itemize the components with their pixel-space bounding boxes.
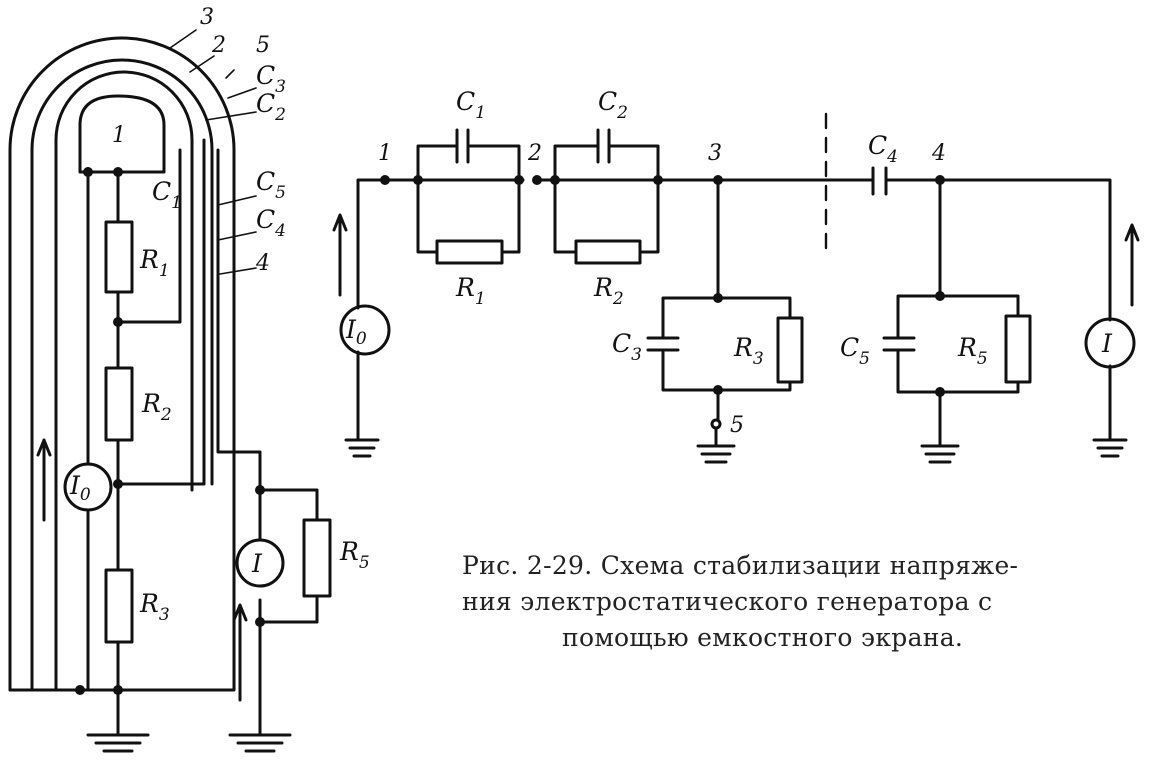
node-label-3: 3 xyxy=(708,141,722,166)
label-r1-right: R1 xyxy=(455,273,486,309)
label-c4-right: C4 xyxy=(868,131,898,167)
source-i0-right xyxy=(339,304,391,356)
source-i0-left xyxy=(63,462,113,512)
resistor-r5-right xyxy=(1004,314,1032,384)
capacitor-c4 xyxy=(871,166,888,196)
top-electrode xyxy=(78,94,166,174)
caption-line-2: ния электростатического генератора с xyxy=(462,587,993,616)
label-i-right: I xyxy=(1101,329,1113,358)
label-r3-right: R3 xyxy=(733,333,764,369)
c1-r1-box xyxy=(416,144,521,254)
tap-wire xyxy=(116,138,206,486)
label-c3-right: C3 xyxy=(612,329,642,365)
resistor-r1-right xyxy=(435,239,504,265)
arrow-right-2 xyxy=(1124,223,1140,307)
label-i-left: I xyxy=(251,549,263,578)
label-c2-right: C2 xyxy=(598,87,628,123)
label-r2-left: R2 xyxy=(141,389,172,425)
node-label-5: 5 xyxy=(730,413,744,438)
r5-branch xyxy=(258,488,319,624)
outer-shell-3 xyxy=(8,36,236,692)
ground-left-1 xyxy=(86,733,150,753)
inner-shell-1 xyxy=(54,70,194,692)
resistor-r2 xyxy=(104,366,134,442)
capacitor-c5 xyxy=(882,336,916,352)
resistor-r1 xyxy=(104,220,134,294)
label-r5-left: R5 xyxy=(339,537,370,573)
arrow-left-2 xyxy=(232,603,248,702)
node4-branch xyxy=(896,178,1020,448)
caption-line-1: Рис. 2-29. Схема стабилизации напряже- xyxy=(462,551,1019,580)
label-c4-left: C4 xyxy=(256,205,286,241)
label-r1-left: R1 xyxy=(139,245,170,281)
wire-source xyxy=(356,178,387,427)
meter-i-left xyxy=(235,538,285,588)
label-i0-right: I0 xyxy=(345,315,367,349)
figure-caption: Рис. 2-29. Схема стабилизации напряже- н… xyxy=(462,548,1160,656)
layer-label-2: 2 xyxy=(211,33,226,58)
node-label-1: 1 xyxy=(378,141,392,166)
inner-screen xyxy=(116,148,182,324)
label-c5-left: C5 xyxy=(256,167,286,203)
capacitor-c2 xyxy=(596,128,611,164)
ground-right-2 xyxy=(696,444,736,464)
caption-line-3: помощью емкостного экрана. xyxy=(562,623,964,652)
label-r3-left: R3 xyxy=(139,589,170,625)
label-c3-left: C3 xyxy=(256,61,286,97)
electrode-label-1: 1 xyxy=(112,123,126,148)
label-c2-left: C2 xyxy=(256,89,286,125)
label-r2-right: R2 xyxy=(593,273,624,309)
label-c1-right: C1 xyxy=(456,87,486,123)
node-label-2: 2 xyxy=(527,141,542,166)
layer-label-3: 3 xyxy=(200,5,214,30)
middle-shell-2 xyxy=(30,58,214,692)
resistor-r2-right xyxy=(574,239,642,265)
label-c1-left: C1 xyxy=(152,177,182,213)
ground-right-1 xyxy=(344,438,380,458)
node-label-4: 4 xyxy=(931,141,946,166)
c2-r2-box xyxy=(553,144,660,254)
main-line xyxy=(383,178,1112,442)
capacitor-c1 xyxy=(455,128,470,164)
resistor-r5 xyxy=(302,518,332,598)
meter-i-right xyxy=(1084,317,1136,369)
layer-label-4: 4 xyxy=(255,251,270,276)
node3-branch xyxy=(661,178,792,422)
arrow-left-1 xyxy=(36,438,52,522)
ground-left-2 xyxy=(228,733,292,753)
label-c5-right: C5 xyxy=(840,333,870,369)
ground-right-4 xyxy=(1092,438,1128,458)
label-i0-left: I0 xyxy=(69,471,91,505)
arrow-right-1 xyxy=(332,213,348,297)
resistor-r3-right xyxy=(776,316,804,384)
layer-label-5: 5 xyxy=(256,33,270,58)
label-r5-right: R5 xyxy=(957,333,988,369)
capacitor-c3 xyxy=(646,336,680,352)
resistor-r3 xyxy=(104,568,134,644)
ground-right-3 xyxy=(920,444,960,464)
